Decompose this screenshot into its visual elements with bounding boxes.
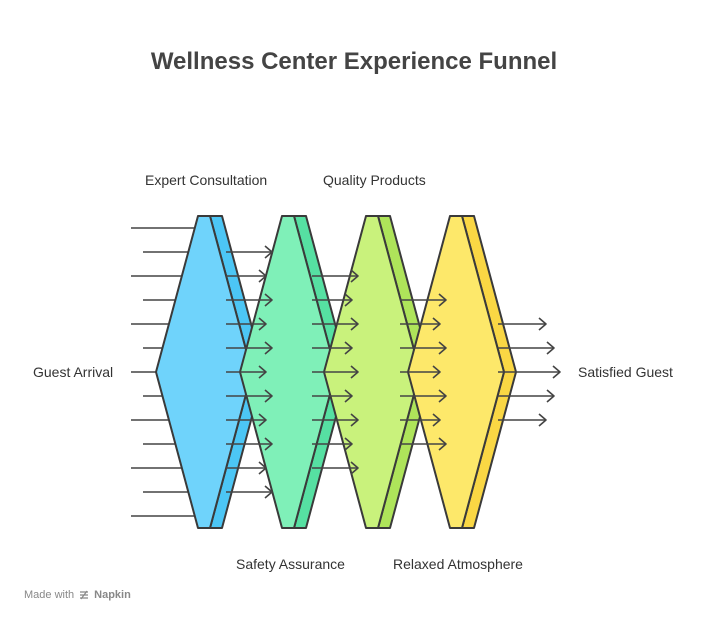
stage-arrow [400, 413, 441, 427]
made-with-text: Made with [24, 589, 75, 601]
stage-arrow [400, 365, 441, 379]
stage-arrow [226, 461, 267, 475]
stage-arrow [312, 389, 353, 403]
stage-arrow [226, 269, 267, 283]
outgoing-arrow [498, 317, 547, 331]
label-satisfied-guest: Satisfied Guest [578, 364, 673, 380]
stage-arrow [312, 293, 353, 307]
stage-arrow [400, 437, 447, 451]
stage-arrow [312, 365, 359, 379]
stage-arrow [400, 341, 447, 355]
outgoing-arrow [498, 413, 547, 427]
stage-arrow [312, 317, 359, 331]
stage-arrow [226, 365, 267, 379]
outgoing-arrow [498, 341, 555, 355]
outgoing-arrow [498, 365, 561, 379]
footer-credit: Made with Napkin [24, 589, 131, 601]
stage-arrow [226, 389, 273, 403]
stage-arrow [312, 461, 359, 475]
stage-arrow [312, 341, 353, 355]
stage-arrow [400, 389, 447, 403]
stage-arrow [226, 341, 273, 355]
stage-arrow [400, 293, 447, 307]
stage-arrow [226, 317, 267, 331]
stage-arrow [226, 485, 273, 499]
label-safety-assurance: Safety Assurance [236, 556, 345, 572]
napkin-logo-icon [80, 590, 89, 600]
stage-arrow [226, 413, 267, 427]
label-expert-consultation: Expert Consultation [145, 172, 268, 188]
diagram-title: Wellness Center Experience Funnel [150, 48, 558, 75]
label-guest-arrival: Guest Arrival [33, 364, 114, 380]
napkin-brand: Napkin [94, 589, 131, 601]
stage-arrow [226, 293, 273, 307]
label-relaxed-atmosphere: Relaxed Atmosphere [393, 556, 523, 572]
stage-arrow [400, 317, 441, 331]
stage-arrow [312, 437, 353, 451]
stage-arrow [312, 269, 359, 283]
stage-arrow [226, 437, 273, 451]
outgoing-arrow [498, 389, 555, 403]
stage-arrow [226, 245, 273, 259]
label-quality-products: Quality Products [323, 172, 426, 188]
stage-arrow [312, 413, 359, 427]
funnel-stage-1 [155, 215, 265, 529]
